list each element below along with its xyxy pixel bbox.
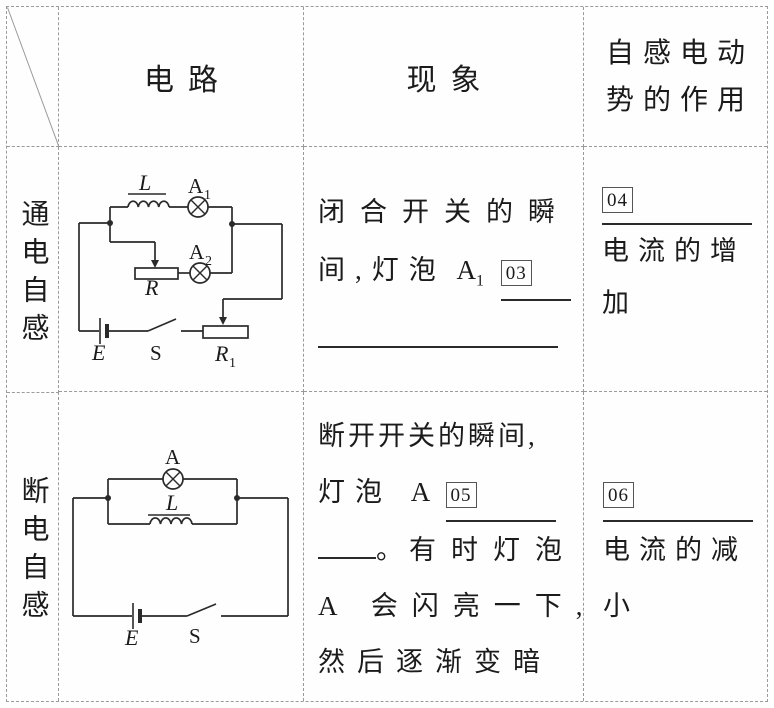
inductor-symbol xyxy=(149,517,193,525)
row2-phenomenon-line1: 断开开关的瞬间, xyxy=(318,421,538,451)
lamp2-sub: 2 xyxy=(205,254,212,269)
header-circuit-cell: 电路 xyxy=(59,7,304,147)
row1-label: 通电自感 xyxy=(17,198,49,351)
row2-circuit-cell: A L E S xyxy=(59,392,304,701)
row1-circuit-cell: L A 1 A 2 R E S R 1 xyxy=(59,147,304,392)
row1-effect-blank: 04 xyxy=(602,171,761,225)
row2-phenomenon-line2: 灯泡 A 05 xyxy=(318,464,575,522)
resistor-label: R xyxy=(144,275,159,300)
lamp1-label: A xyxy=(188,174,204,198)
blank-04: 04 xyxy=(602,171,752,225)
lamp-label: A xyxy=(165,446,181,469)
arrow-down xyxy=(151,260,159,268)
junction-dot xyxy=(105,495,111,501)
battery-label: E xyxy=(91,340,106,365)
circuit-diagram-energize: L A 1 A 2 R E S R 1 xyxy=(78,170,283,371)
switch-label: S xyxy=(189,624,201,648)
row1-phenomenon-line2: 间,灯泡 A1 03 xyxy=(318,241,573,310)
battery-label: E xyxy=(124,625,139,650)
row2-effect-line2: 小 xyxy=(603,591,630,621)
switch-symbol xyxy=(147,318,177,332)
rheostat-label: R xyxy=(214,341,229,366)
blank-line xyxy=(318,534,376,559)
row2-phenomenon-cell: 断开开关的瞬间, 灯泡 A 05 。有时灯泡 A 会闪亮一下, 然后逐渐变暗 xyxy=(304,392,584,701)
junction-dot xyxy=(107,220,113,226)
diagonal-divider xyxy=(7,7,59,147)
circuit-diagram-deenergize: A L E S xyxy=(72,446,289,650)
row1-phenomenon-line1: 闭合开关的瞬 xyxy=(318,197,570,227)
row1-effect-line1: 电流的增 xyxy=(602,236,746,266)
row2-label: 断电自感 xyxy=(17,475,49,628)
inductor-label: L xyxy=(138,170,151,195)
row2-effect-cell: 06 电流的减 小 xyxy=(584,392,767,701)
header-corner-cell xyxy=(7,7,59,147)
row2-phenomenon-line3: 。有时灯泡 xyxy=(318,522,575,578)
row1-phenomenon-cell: 闭合开关的瞬 间,灯泡 A1 03 xyxy=(304,147,584,392)
row1-phenomenon-line3 xyxy=(318,310,573,368)
lamp2-label: A xyxy=(189,240,205,264)
blank-06: 06 xyxy=(603,464,753,522)
row1-label-cell: 通电自感 xyxy=(7,147,59,393)
switch-label: S xyxy=(150,341,162,365)
row2-effect-blank: 06 xyxy=(603,464,761,522)
row2-label-cell: 断电自感 xyxy=(7,392,59,701)
lamp1-sub: 1 xyxy=(204,188,211,203)
blank-05: 05 xyxy=(445,464,556,522)
blank-line xyxy=(318,323,558,349)
junction-dot xyxy=(234,495,240,501)
self-induction-table: 电路 现象 自感电动 势的作用 通电自感 xyxy=(6,6,768,702)
row2-effect-line1: 电流的减 xyxy=(603,535,747,565)
arrow-down xyxy=(219,317,227,325)
inductor-symbol xyxy=(127,200,170,208)
inductor-label: L xyxy=(165,490,178,515)
header-emf-line1: 自感电动 xyxy=(605,37,754,69)
header-circuit-label: 电路 xyxy=(144,63,232,97)
switch-symbol xyxy=(186,603,217,617)
rheostat-sub: 1 xyxy=(229,356,236,371)
blank-03: 03 xyxy=(500,241,571,301)
junction-dot xyxy=(229,221,235,227)
header-phenomenon-cell: 现象 xyxy=(304,7,584,147)
rheostat-symbol-r1 xyxy=(202,325,249,339)
header-phenomenon-label: 现象 xyxy=(406,63,495,97)
row2-phenomenon-line4: A 会闪亮一下, xyxy=(318,591,597,621)
row2-phenomenon-line5: 然后逐渐变暗 xyxy=(318,647,552,677)
row1-effect-line2: 加 xyxy=(602,288,629,318)
row1-effect-cell: 04 电流的增 加 xyxy=(584,147,767,392)
header-emf-line2: 势的作用 xyxy=(605,84,754,116)
header-emf-cell: 自感电动 势的作用 xyxy=(584,7,767,147)
